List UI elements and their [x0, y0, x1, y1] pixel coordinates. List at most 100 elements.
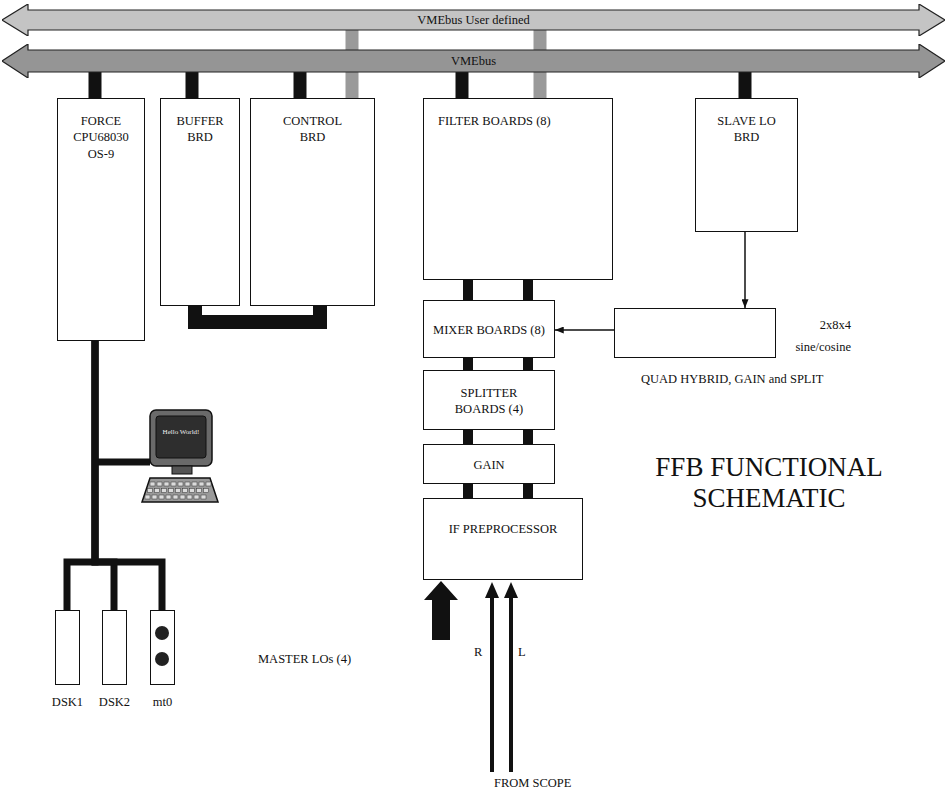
signal-l-line	[509, 596, 513, 772]
key	[197, 489, 202, 493]
key	[199, 482, 204, 486]
board-box: IF PREPROCESSOR	[423, 498, 583, 580]
board-name: MIXER BOARDS (8)	[433, 322, 545, 338]
bus-name: VMEbus	[447, 53, 500, 69]
key	[152, 495, 157, 499]
storage-unit: DSK1	[55, 610, 80, 685]
terminal-cable	[95, 459, 150, 466]
bus-connection	[463, 430, 473, 444]
signal-l-head	[504, 582, 518, 598]
storage-unit: DSK2	[102, 610, 127, 685]
signal-arrow	[555, 329, 614, 331]
key	[155, 489, 160, 493]
key	[150, 482, 155, 486]
bus-name: VMEbus User defined	[413, 12, 533, 28]
keyboard	[142, 478, 218, 502]
bus-connection	[463, 484, 473, 498]
board-box: BUFFER BRD	[160, 98, 240, 306]
signal-r-head	[485, 582, 499, 598]
monitor-case	[150, 410, 212, 466]
bus-band: VMEbus User defined	[2, 4, 945, 36]
key	[173, 495, 178, 499]
key	[190, 489, 195, 493]
board-name: SLAVE LO BRD	[711, 113, 783, 146]
bus-connection	[456, 71, 469, 98]
key	[194, 495, 199, 499]
board-box: SLAVE LO BRD	[695, 98, 798, 232]
key	[192, 482, 197, 486]
board-name: GAIN	[473, 457, 504, 473]
board-box: 2x8x4 sine/cosineQUAD HYBRID, GAIN and S…	[614, 308, 776, 358]
board-box: CONTROL BRD	[250, 98, 375, 306]
bus-connection	[89, 71, 102, 98]
board-box: FORCE CPU68030 OS-9	[57, 98, 145, 341]
key	[145, 495, 150, 499]
signal-label: FROM SCOPE	[494, 776, 571, 791]
key	[204, 489, 209, 493]
key	[169, 489, 174, 493]
bus-connection	[463, 280, 473, 300]
device-name: DSK2	[99, 694, 130, 710]
storage-unit: mt0	[150, 610, 175, 685]
board-name: IF PREPROCESSOR	[449, 521, 558, 537]
key	[176, 489, 181, 493]
board-name: FORCE CPU68030 OS-9	[64, 113, 138, 162]
key	[166, 495, 171, 499]
bus-connection	[95, 341, 162, 610]
board-box: FILTER BOARDS (8)	[423, 98, 613, 280]
key	[178, 482, 183, 486]
board-box: SPLITTER BOARDS (4)	[423, 370, 555, 430]
keyboard-keys	[145, 482, 211, 499]
board-box: GAIN	[423, 444, 555, 484]
key	[157, 482, 162, 486]
key	[187, 495, 192, 499]
key	[164, 482, 169, 486]
monitor-stand	[172, 466, 192, 474]
key	[148, 489, 153, 493]
bus-connection	[294, 71, 307, 98]
bus-connection	[186, 71, 199, 98]
key	[206, 482, 211, 486]
bus-connection	[67, 341, 95, 610]
bus-arrow-outline	[2, 44, 945, 78]
bus-connection	[523, 430, 533, 444]
signal-r-line	[490, 596, 494, 772]
tape-reel	[155, 652, 169, 666]
monitor-screen	[156, 416, 206, 458]
signal-label: MASTER LOs (4)	[258, 652, 351, 667]
screen-text: Hello World!	[156, 428, 206, 436]
key	[185, 482, 190, 486]
board-caption: QUAD HYBRID, GAIN and SPLIT	[641, 371, 823, 387]
tape-reels	[151, 611, 173, 683]
master-lo-arrow	[424, 581, 458, 640]
bus-band: VMEbus	[2, 44, 945, 78]
bus-connection	[523, 280, 533, 300]
bus-connection	[523, 484, 533, 498]
key	[183, 489, 188, 493]
tape-reel	[155, 626, 169, 640]
board-box: MIXER BOARDS (8)	[423, 300, 555, 358]
device-name: mt0	[153, 694, 172, 710]
channel-label: R	[474, 645, 482, 660]
key	[159, 495, 164, 499]
key	[162, 489, 167, 493]
diagram-title: FFB FUNCTIONAL SCHEMATIC	[638, 452, 900, 514]
board-name: FILTER BOARDS (8)	[438, 113, 551, 129]
key	[171, 482, 176, 486]
device-name: DSK1	[52, 694, 83, 710]
bus-arrow-outline	[2, 4, 945, 36]
bus-connection	[739, 71, 752, 98]
terminal-icon	[142, 410, 218, 502]
board-name: SPLITTER BOARDS (4)	[444, 385, 534, 418]
board-name: CONTROL BRD	[277, 113, 349, 146]
bus-connection	[195, 306, 320, 322]
signal-arrow	[744, 232, 746, 308]
bus-connection	[523, 358, 533, 370]
signal-format: 2x8x4 sine/cosine	[787, 315, 851, 359]
channel-label: L	[518, 645, 526, 660]
board-name: BUFFER BRD	[165, 113, 235, 146]
key	[180, 495, 185, 499]
bus-connection	[463, 358, 473, 370]
key	[201, 495, 206, 499]
